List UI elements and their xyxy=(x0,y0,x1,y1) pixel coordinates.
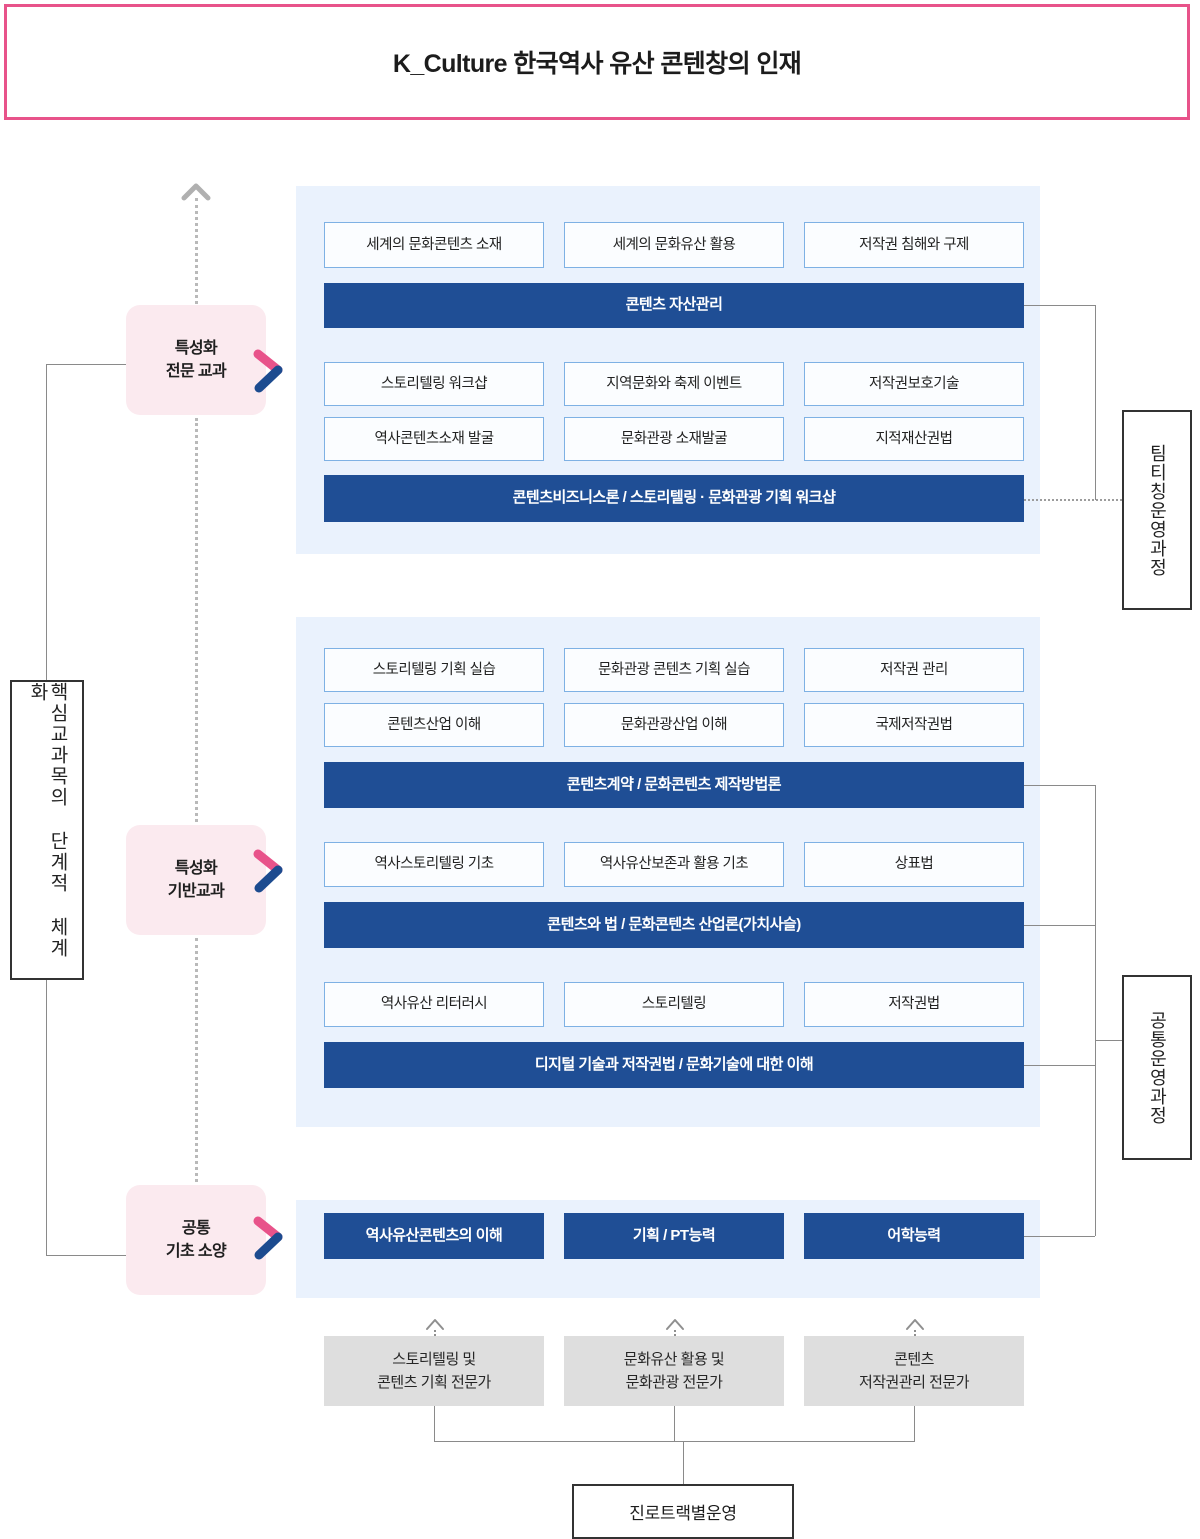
expert-arrowhead-icon xyxy=(666,1319,684,1330)
course-cell[interactable]: 문화관광 소재발굴 xyxy=(564,417,784,461)
track-connector-h-digital xyxy=(1024,1065,1095,1066)
course-cell[interactable]: 콘텐츠산업 이해 xyxy=(324,703,544,747)
expert-label-line2: 문화관광 전문가 xyxy=(625,1374,723,1391)
track-connector-h-to-common xyxy=(1095,1040,1122,1041)
progress-spine-dotted-line xyxy=(195,198,198,310)
course-cell[interactable]: 세계의 문화유산 활용 xyxy=(564,222,784,268)
course-bar[interactable]: 콘텐츠계약 / 문화콘텐츠 제작방법론 xyxy=(324,762,1024,808)
stage-item-specialized-foundation[interactable]: 특성화 기반교과 xyxy=(126,825,266,935)
track-connector-h-contract xyxy=(1024,785,1095,786)
course-bar[interactable]: 역사유산콘텐츠의 이해 xyxy=(324,1213,544,1259)
stage-label-line1: 공통 xyxy=(181,1219,211,1237)
course-cell[interactable]: 스토리텔링 기획 실습 xyxy=(324,648,544,692)
course-cell[interactable]: 지적재산권법 xyxy=(804,417,1024,461)
track-connector-h-asset xyxy=(1024,305,1095,306)
track-connector-h-law xyxy=(1024,925,1095,926)
stage-item-common-basic[interactable]: 공통 기초 소양 xyxy=(126,1185,266,1295)
core-curriculum-label: 핵심교과목의 단계적 체계화 xyxy=(27,682,68,959)
expert-label-line1: 스토리텔링 및 xyxy=(392,1350,476,1368)
progress-spine-dotted-line-2 xyxy=(195,418,198,828)
final-connector-v-drop xyxy=(683,1441,684,1484)
course-cell[interactable]: 저작권보호기술 xyxy=(804,362,1024,406)
final-connector-v-3 xyxy=(914,1406,915,1441)
track-connector-v-bottom xyxy=(1095,785,1096,1236)
final-track-label: 진로트랙별운영 xyxy=(629,1504,737,1523)
course-cell[interactable]: 역사콘텐츠소재 발굴 xyxy=(324,417,544,461)
stage-item-specialized-professional[interactable]: 특성화 전문 교과 xyxy=(126,305,266,415)
course-bar[interactable]: 콘텐츠 자산관리 xyxy=(324,283,1024,328)
course-cell[interactable]: 세계의 문화콘텐츠 소재 xyxy=(324,222,544,268)
stage-label-line1: 특성화 xyxy=(174,859,218,877)
course-bar[interactable]: 어학능력 xyxy=(804,1213,1024,1259)
final-connector-v-1 xyxy=(434,1406,435,1441)
stage-label-line2: 전문 교과 xyxy=(165,363,227,380)
expert-box-storytelling[interactable]: 스토리텔링 및 콘텐츠 기획 전문가 xyxy=(324,1336,544,1406)
core-curriculum-label-box: 핵심교과목의 단계적 체계화 xyxy=(10,680,84,980)
course-bar[interactable]: 콘텐츠와 법 / 문화콘텐츠 산업론(가치사슬) xyxy=(324,902,1024,948)
course-cell[interactable]: 문화관광산업 이해 xyxy=(564,703,784,747)
expert-label-line2: 콘텐츠 기획 전문가 xyxy=(377,1374,491,1391)
track-connector-h-basic xyxy=(1024,1236,1095,1237)
course-cell[interactable]: 역사유산보존과 활용 기초 xyxy=(564,842,784,887)
progress-spine-dotted-line-3 xyxy=(195,938,198,1188)
final-connector-v-2 xyxy=(674,1406,675,1441)
course-bar[interactable]: 기획 / PT능력 xyxy=(564,1213,784,1259)
expert-box-copyright[interactable]: 콘텐츠 저작권관리 전문가 xyxy=(804,1336,1024,1406)
progress-arrowhead-icon xyxy=(181,183,211,201)
page-title-frame: K_Culture 한국역사 유산 콘텐창의 인재 xyxy=(4,4,1190,120)
course-cell[interactable]: 스토리텔링 xyxy=(564,982,784,1027)
track-box-team-teaching: 팀티칭운영과정 xyxy=(1122,410,1192,610)
expert-label-line1: 문화유산 활용 및 xyxy=(623,1350,725,1368)
track-connector-dotted-business xyxy=(1024,499,1122,501)
course-cell[interactable]: 저작권 침해와 구제 xyxy=(804,222,1024,268)
course-cell[interactable]: 스토리텔링 워크샵 xyxy=(324,362,544,406)
stage-label-line2: 기초 소양 xyxy=(165,1243,227,1260)
course-cell[interactable]: 지역문화와 축제 이벤트 xyxy=(564,362,784,406)
expert-arrowhead-icon xyxy=(906,1319,924,1330)
course-cell[interactable]: 저작권법 xyxy=(804,982,1024,1027)
expert-label-line2: 저작권관리 전문가 xyxy=(858,1374,970,1391)
core-bracket-bottom-stub xyxy=(46,1255,128,1256)
expert-box-heritage-tourism[interactable]: 문화유산 활용 및 문화관광 전문가 xyxy=(564,1336,784,1406)
course-cell[interactable]: 역사스토리텔링 기초 xyxy=(324,842,544,887)
expert-arrowhead-icon xyxy=(426,1319,444,1330)
final-track-box[interactable]: 진로트랙별운영 xyxy=(572,1484,794,1539)
track-connector-v-top xyxy=(1095,305,1096,500)
track-label-team-teaching: 팀티칭운영과정 xyxy=(1147,443,1168,577)
track-label-common-operation: 공통운영과정 xyxy=(1147,1010,1168,1125)
expert-label-line1: 콘텐츠 xyxy=(894,1350,934,1368)
course-cell[interactable]: 상표법 xyxy=(804,842,1024,887)
course-bar[interactable]: 디지털 기술과 저작권법 / 문화기술에 대한 이해 xyxy=(324,1042,1024,1088)
page-title: K_Culture 한국역사 유산 콘텐창의 인재 xyxy=(392,50,802,78)
track-box-common-operation: 공통운영과정 xyxy=(1122,975,1192,1160)
course-cell[interactable]: 저작권 관리 xyxy=(804,648,1024,692)
course-cell[interactable]: 문화관광 콘텐츠 기획 실습 xyxy=(564,648,784,692)
course-cell[interactable]: 국제저작권법 xyxy=(804,703,1024,747)
course-bar[interactable]: 콘텐츠비즈니스론 / 스토리텔링 · 문화관광 기획 워크샵 xyxy=(324,475,1024,522)
stage-label-line1: 특성화 xyxy=(174,339,218,357)
core-bracket-top-stub xyxy=(46,364,128,365)
final-connector-h-merge xyxy=(434,1441,915,1442)
course-cell[interactable]: 역사유산 리터러시 xyxy=(324,982,544,1027)
stage-label-line2: 기반교과 xyxy=(167,883,225,900)
